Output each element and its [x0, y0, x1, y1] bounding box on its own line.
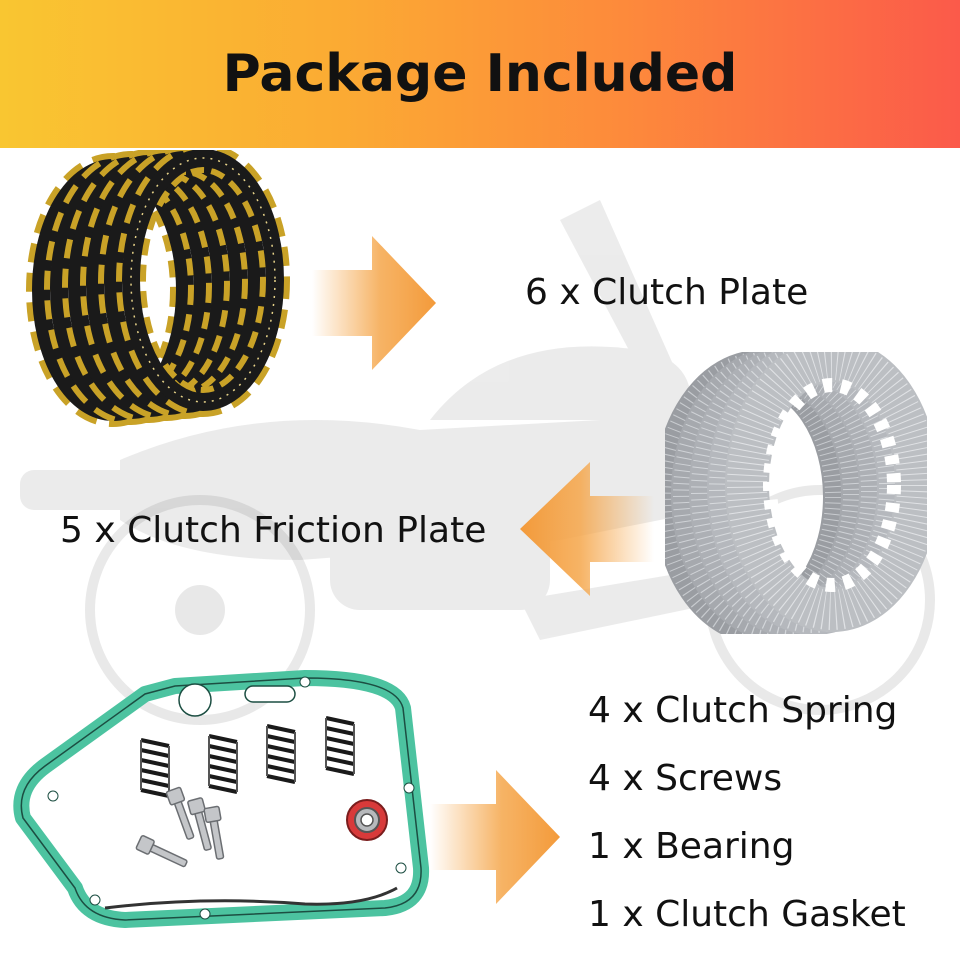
- page-title: Package Included: [222, 44, 738, 104]
- gasket-kit-image: [13, 670, 430, 928]
- clutch-spring-icons: [140, 716, 355, 798]
- clutch-gasket-image: [13, 670, 430, 928]
- screw-icons: [135, 786, 225, 868]
- bearing-icon: [346, 799, 388, 841]
- arrow-right-icon: [312, 236, 436, 370]
- header-banner: Package Included: [0, 0, 960, 148]
- item-clutch-spring-label: 4 x Clutch Spring: [588, 690, 898, 731]
- arrow-left-icon: [520, 462, 654, 596]
- steel-plate-stack-image: [665, 352, 927, 634]
- item-clutch-friction-plate-label: 5 x Clutch Friction Plate: [60, 510, 487, 551]
- arrow-right-icon: [430, 770, 560, 904]
- item-clutch-plate-label: 6 x Clutch Plate: [525, 272, 809, 313]
- item-clutch-gasket-label: 1 x Clutch Gasket: [588, 894, 906, 935]
- item-screws-label: 4 x Screws: [588, 758, 783, 799]
- item-bearing-label: 1 x Bearing: [588, 826, 795, 867]
- friction-plate-stack-image: [26, 150, 290, 427]
